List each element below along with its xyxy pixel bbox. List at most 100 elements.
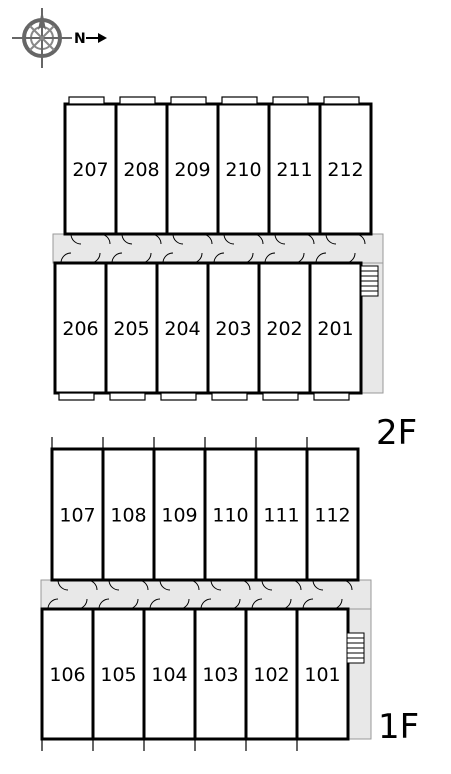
balcony bbox=[272, 96, 309, 105]
unit-number: 111 bbox=[263, 505, 299, 527]
balcony bbox=[58, 392, 95, 401]
unit-number: 203 bbox=[215, 318, 251, 340]
unit-108: 108 bbox=[101, 437, 156, 591]
unit-203: 203 bbox=[206, 252, 261, 401]
door-icon bbox=[242, 252, 254, 264]
door-icon bbox=[239, 579, 251, 591]
door-icon bbox=[229, 598, 241, 610]
balcony bbox=[160, 392, 197, 401]
unit-205: 205 bbox=[104, 252, 159, 401]
unit-107: 107 bbox=[50, 437, 105, 591]
unit-207: 207 bbox=[63, 96, 118, 245]
balcony bbox=[170, 96, 207, 105]
unit-103: 103 bbox=[193, 598, 248, 751]
door-icon bbox=[99, 233, 111, 245]
unit-110: 110 bbox=[203, 437, 258, 591]
stairs-icon bbox=[346, 632, 365, 664]
door-icon bbox=[312, 579, 324, 591]
door-icon bbox=[290, 579, 302, 591]
door-icon bbox=[344, 252, 356, 264]
balcony bbox=[211, 392, 248, 401]
unit-number: 210 bbox=[225, 159, 261, 181]
floor-label-2f: 2F bbox=[376, 413, 417, 453]
unit-204: 204 bbox=[155, 252, 210, 401]
door-icon bbox=[264, 252, 276, 264]
unit-212: 212 bbox=[318, 96, 373, 245]
balcony bbox=[119, 96, 156, 105]
unit-number: 110 bbox=[212, 505, 248, 527]
unit-number: 102 bbox=[253, 664, 289, 686]
unit-number: 201 bbox=[317, 318, 353, 340]
door-icon bbox=[159, 579, 171, 591]
door-icon bbox=[89, 252, 101, 264]
unit-208: 208 bbox=[114, 96, 169, 245]
balcony bbox=[323, 96, 360, 105]
door-icon bbox=[47, 598, 59, 610]
unit-210: 210 bbox=[216, 96, 271, 245]
door-icon bbox=[315, 252, 327, 264]
unit-number: 209 bbox=[174, 159, 210, 181]
door-icon bbox=[274, 233, 286, 245]
unit-number: 103 bbox=[202, 664, 238, 686]
door-icon bbox=[76, 598, 88, 610]
unit-112: 112 bbox=[305, 437, 360, 591]
balcony bbox=[313, 392, 350, 401]
unit-211: 211 bbox=[267, 96, 322, 245]
unit-106: 106 bbox=[40, 598, 95, 751]
balcony bbox=[221, 96, 258, 105]
unit-101: 101 bbox=[295, 598, 350, 751]
door-icon bbox=[252, 233, 264, 245]
door-icon bbox=[162, 252, 174, 264]
door-icon bbox=[251, 598, 263, 610]
door-icon bbox=[140, 252, 152, 264]
door-icon bbox=[178, 598, 190, 610]
door-icon bbox=[57, 579, 69, 591]
door-icon bbox=[108, 579, 120, 591]
unit-number: 101 bbox=[304, 664, 340, 686]
unit-number: 104 bbox=[151, 664, 187, 686]
door-icon bbox=[98, 598, 110, 610]
unit-111: 111 bbox=[254, 437, 309, 591]
compass: N bbox=[12, 8, 107, 68]
door-icon bbox=[261, 579, 273, 591]
door-icon bbox=[302, 598, 314, 610]
door-icon bbox=[188, 579, 200, 591]
door-icon bbox=[213, 252, 225, 264]
door-icon bbox=[70, 233, 82, 245]
door-icon bbox=[293, 252, 305, 264]
door-icon bbox=[127, 598, 139, 610]
door-icon bbox=[325, 233, 337, 245]
door-icon bbox=[280, 598, 292, 610]
door-icon bbox=[201, 233, 213, 245]
door-icon bbox=[60, 252, 72, 264]
door-icon bbox=[149, 598, 161, 610]
compass-north-letter: N bbox=[74, 31, 86, 47]
unit-102: 102 bbox=[244, 598, 299, 751]
unit-number: 202 bbox=[266, 318, 302, 340]
corridor bbox=[52, 233, 384, 264]
balcony bbox=[68, 96, 105, 105]
unit-number: 207 bbox=[72, 159, 108, 181]
unit-number: 208 bbox=[123, 159, 159, 181]
compass-arrow-icon bbox=[86, 33, 107, 43]
unit-105: 105 bbox=[91, 598, 146, 751]
unit-201: 201 bbox=[308, 252, 363, 401]
unit-number: 204 bbox=[164, 318, 200, 340]
door-icon bbox=[121, 233, 133, 245]
unit-104: 104 bbox=[142, 598, 197, 751]
door-icon bbox=[303, 233, 315, 245]
door-icon bbox=[331, 598, 343, 610]
unit-206: 206 bbox=[53, 252, 108, 401]
unit-109: 109 bbox=[152, 437, 207, 591]
corridor bbox=[40, 579, 372, 610]
door-icon bbox=[200, 598, 212, 610]
balcony bbox=[109, 392, 146, 401]
unit-number: 211 bbox=[276, 159, 312, 181]
unit-number: 206 bbox=[62, 318, 98, 340]
unit-number: 108 bbox=[110, 505, 146, 527]
